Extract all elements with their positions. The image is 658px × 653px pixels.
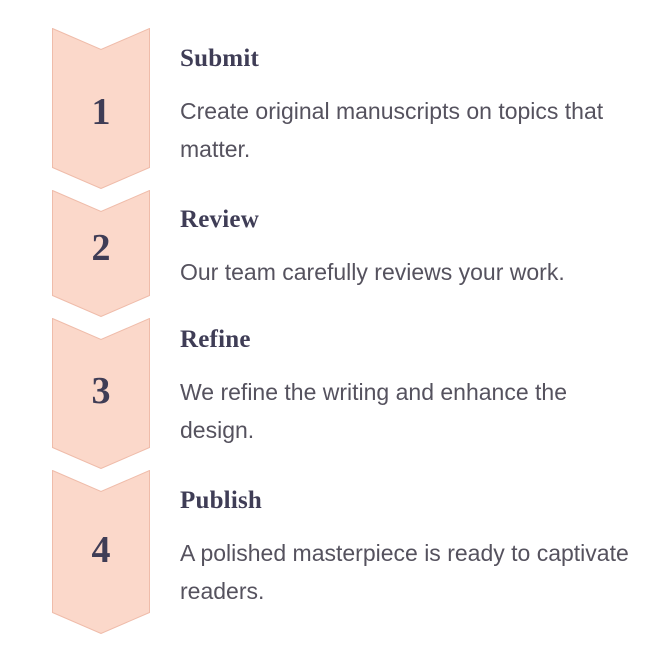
step-3-title: Refine — [180, 326, 251, 353]
step-4-number: 4 — [91, 529, 111, 571]
step-1-title: Submit — [180, 45, 260, 72]
step-3-chevron: 3 — [52, 318, 150, 469]
step-2-chevron: 2 — [52, 190, 150, 317]
step-4-text-block: Publish A polished masterpiece is ready … — [180, 487, 635, 610]
step-2-text-block: Review Our team carefully reviews your w… — [180, 206, 635, 292]
step-2-title: Review — [180, 206, 259, 233]
step-4-chevron: 4 — [52, 470, 150, 634]
step-1-description: Create original manuscripts on topics th… — [180, 98, 604, 162]
chevron-arrow-icon — [52, 470, 150, 634]
chevron-arrow-icon — [52, 318, 150, 469]
step-3-number: 3 — [91, 370, 111, 412]
step-4-description: A polished masterpiece is ready to capti… — [180, 540, 629, 604]
step-4-title: Publish — [180, 487, 263, 514]
step-2-number: 2 — [91, 227, 111, 269]
step-3-text-block: Refine We refine the writing and enhance… — [180, 326, 635, 449]
step-1-number: 1 — [91, 91, 111, 133]
chevron-arrow-icon — [52, 28, 150, 189]
step-2-description: Our team carefully reviews your work. — [180, 259, 565, 285]
chevron-arrow-icon — [52, 190, 150, 317]
step-1-text-block: Submit Create original manuscripts on to… — [180, 45, 635, 168]
step-3-description: We refine the writing and enhance the de… — [180, 379, 567, 443]
step-1-chevron: 1 — [52, 28, 150, 189]
